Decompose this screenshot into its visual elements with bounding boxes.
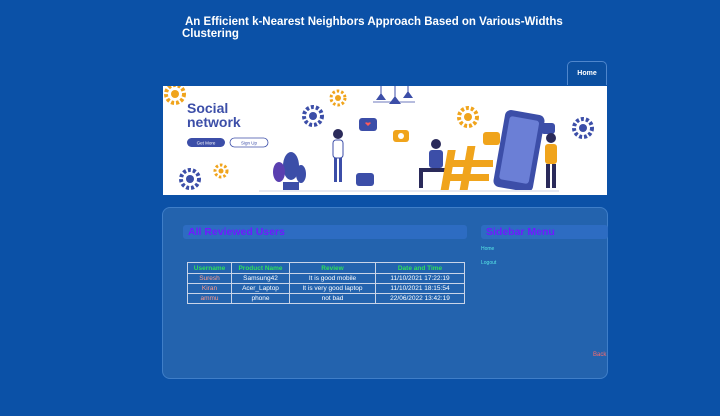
banner-heading-line1: Social [187,100,228,116]
person-figure [332,129,344,182]
product-cell: phone [231,293,290,304]
plant-icon [273,152,306,190]
sidebar-link-logout[interactable]: Logout [481,260,497,266]
lamp-icon [373,86,415,104]
gear-icon [457,106,479,128]
gear-icon [329,89,347,107]
review-cell: It is good mobile [289,273,376,284]
sidebar-link-home[interactable]: Home [481,246,495,252]
phone-shape [493,110,545,192]
username-cell: Kiran [187,283,232,294]
banner-get-more-button: Get More [197,141,216,146]
sidebar-menu-heading: Sidebar Menu [481,225,608,239]
column-header: Product Name [231,262,290,274]
column-header: Date and Time [375,262,465,274]
table-row: Suresh Samsung42 It is good mobile 11/10… [187,273,465,284]
hashtag-shape [440,146,493,190]
table-row: Kiran Acer_Laptop It is very good laptop… [187,283,465,294]
gear-icon [213,163,229,179]
banner-heading-line2: network [187,114,241,130]
back-link[interactable]: Back [593,352,607,358]
content-panel: All Reviewed Users Sidebar Menu Username… [162,207,608,379]
site-title: An Efficient k-Nearest Neighbors Approac… [182,16,563,40]
date-cell: 11/10/2021 18:15:54 [375,283,465,294]
date-cell: 22/06/2022 13:42:19 [375,293,465,304]
reviewed-users-heading: All Reviewed Users [183,225,467,239]
gear-icon [302,105,324,127]
gear-icon [179,168,201,190]
gear-icon [572,117,594,139]
review-cell: not bad [289,293,376,304]
table-row: ammu phone not bad 22/06/2022 13:42:19 [187,293,465,304]
person-figure [419,139,449,188]
username-cell: ammu [187,293,232,304]
product-cell: Samsung42 [231,273,290,284]
banner-image: Social network Get More Sign Up [163,86,607,195]
reviewed-users-table: Username Product Name Review Date and Ti… [187,262,465,304]
column-header: Username [187,262,232,274]
product-cell: Acer_Laptop [231,283,290,294]
username-cell: Suresh [187,273,232,284]
date-cell: 11/10/2021 17:22:19 [375,273,465,284]
person-figure [545,133,557,188]
banner-sign-up-button: Sign Up [241,141,258,146]
column-header: Review [289,262,376,274]
table-header-row: Username Product Name Review Date and Ti… [187,262,465,274]
review-cell: It is very good laptop [289,283,376,294]
gear-icon [164,86,186,105]
nav-home-tab[interactable]: Home [567,61,607,85]
